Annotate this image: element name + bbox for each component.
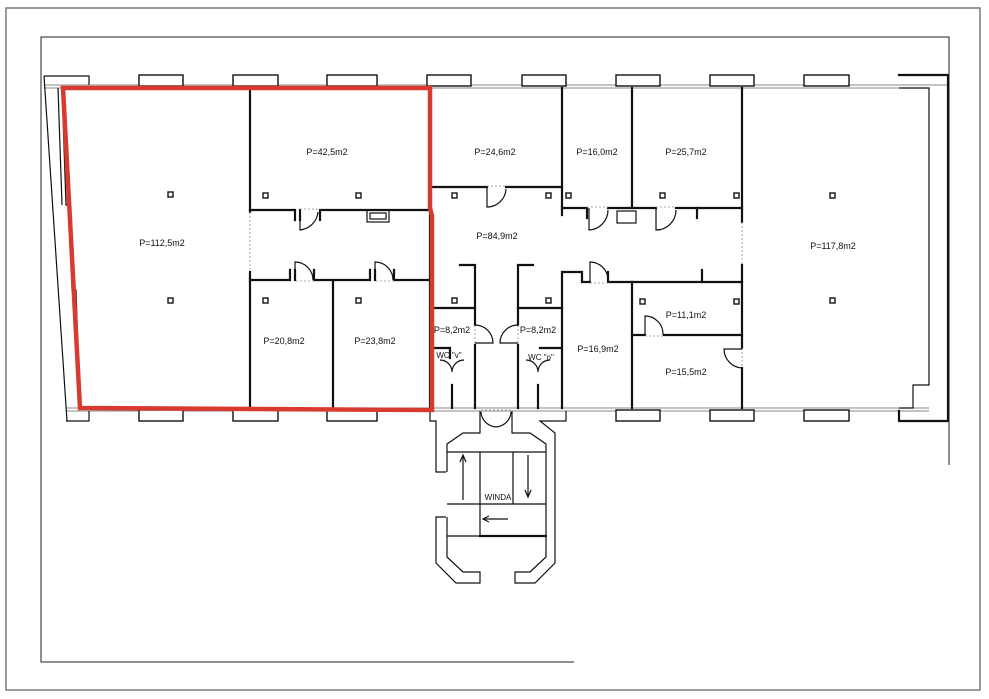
room-label-84-9: P=84,9m2: [476, 231, 517, 241]
room-label-25-7: P=25,7m2: [665, 147, 706, 157]
columns: [167, 191, 836, 305]
room-label-42-5: P=42,5m2: [306, 147, 347, 157]
window-piers-top: [44, 74, 850, 87]
door-swings: [294, 187, 743, 373]
room-label-8-2-left: P=8,2m2: [434, 325, 470, 335]
room-label-23-8: P=23,8m2: [354, 336, 395, 346]
page-border: [5, 7, 981, 691]
stair-core: [429, 409, 567, 584]
room-label-16-0: P=16,0m2: [576, 147, 617, 157]
room-label-15-5: P=15,5m2: [665, 367, 706, 377]
room-label-11-1: P=11,1m2: [666, 310, 707, 320]
wc-label-o: WC "o": [528, 353, 554, 362]
room-label-8-2-right: P=8,2m2: [520, 325, 556, 335]
room-label-20-8: P=20,8m2: [263, 336, 304, 346]
highlighted-area-outline: [60, 85, 435, 413]
drawing-frame: [40, 36, 950, 663]
room-label-16-9: P=16,9m2: [577, 344, 618, 354]
wc-label-v: WC "v": [436, 351, 461, 360]
window-piers-bottom: [66, 409, 850, 422]
room-label-112-5: P=112,5m2: [139, 238, 185, 248]
elevator-label: WINDA: [485, 493, 512, 502]
room-label-24-6: P=24,6m2: [474, 147, 515, 157]
room-labels: P=112,5m2 P=42,5m2 P=20,8m2 P=23,8m2 P=2…: [139, 147, 856, 502]
interior-walls: [248, 86, 744, 410]
room-label-117-8: P=117,8m2: [810, 241, 856, 251]
